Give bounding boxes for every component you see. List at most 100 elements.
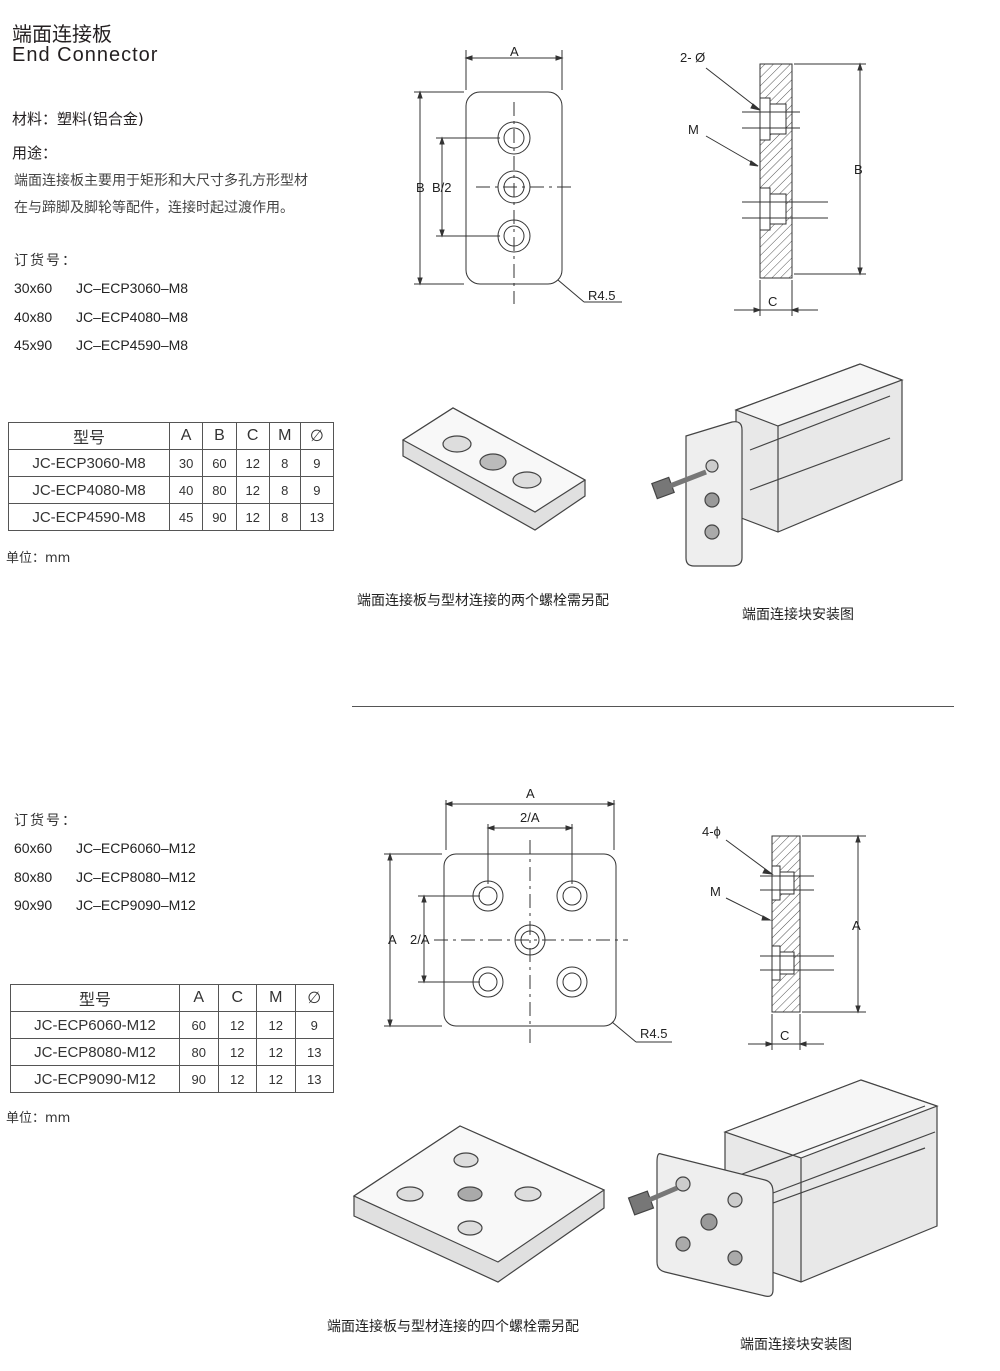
table-cell: 12 (217, 1011, 257, 1039)
order-size: 40x80 (14, 309, 53, 325)
table-cell: 45 (168, 503, 204, 531)
table-header: C (235, 422, 270, 450)
order-code: JC–ECP4590–M8 (76, 337, 189, 353)
table-cell: 40 (168, 476, 204, 504)
plate-illustration-1 (401, 407, 587, 531)
order-row: 90x90 JC–ECP9090–M12 (14, 897, 196, 913)
spec-table-1: 型号 A B C M ∅ JC-ECP3060-M8 30 60 12 8 9 … (8, 422, 335, 531)
table-cell: 8 (268, 503, 301, 531)
table-header: A (179, 984, 219, 1012)
table-cell: 9 (299, 449, 335, 477)
order-row: 80x80 JC–ECP8080–M12 (14, 869, 196, 885)
description: 端面连接板主要用于矩形和大尺寸多孔方形型材 在与蹄脚及脚轮等配件，连接时起过渡作… (14, 168, 308, 222)
caption-plate-2: 端面连接板与型材连接的四个螺栓需另配 (327, 1319, 579, 1335)
dim-a-side-label: A (852, 918, 861, 933)
order-code: JC–ECP8080–M12 (76, 869, 196, 885)
order-size: 45x90 (14, 337, 53, 353)
order-size: 30x60 (14, 280, 53, 296)
table-cell: 90 (179, 1065, 219, 1093)
dim-c-label: C (780, 1028, 789, 1043)
table-row: JC-ECP6060-M12 60 12 12 9 (10, 1011, 334, 1039)
radius-label: R4.5 (588, 288, 615, 303)
unit-label: 单位：mm (6, 551, 71, 566)
table-cell: 60 (202, 449, 237, 477)
table-header: ∅ (299, 422, 335, 450)
radius-label: R4.5 (640, 1026, 667, 1041)
table-cell: 60 (179, 1011, 219, 1039)
table-row: JC-ECP8080-M12 80 12 12 13 (10, 1038, 334, 1066)
order-label-2: 订货号： (14, 813, 78, 829)
table-cell: 12 (235, 503, 270, 531)
table-cell: 90 (202, 503, 237, 531)
page-title-en: End Connector (12, 44, 159, 66)
table-header: M (268, 422, 301, 450)
side-view-drawing-1: 2- Ø M B C (680, 50, 866, 316)
unit-label-2: 单位：mm (6, 1111, 71, 1126)
spec-table-2: 型号 A C M ∅ JC-ECP6060-M12 60 12 12 9 JC-… (10, 984, 334, 1093)
table-cell: 12 (256, 1011, 296, 1039)
order-code: JC–ECP9090–M12 (76, 897, 196, 913)
order-code: JC–ECP4080–M8 (76, 309, 189, 325)
table-cell: 8 (268, 449, 301, 477)
order-size: 90x90 (14, 897, 53, 913)
side-section (771, 835, 801, 1013)
dim-a-label: A (510, 44, 519, 59)
table-header: 型号 (10, 984, 180, 1012)
dim-a-top-label: A (526, 786, 535, 801)
order-size: 80x80 (14, 869, 53, 885)
table-header-row: 型号 A B C M ∅ (8, 422, 335, 450)
order-label: 订货号： (14, 253, 78, 269)
table-header: C (217, 984, 257, 1012)
table-cell: 12 (217, 1065, 257, 1093)
table-cell: 13 (299, 503, 335, 531)
dim-b-half-label: B/2 (432, 180, 452, 195)
table-cell: 9 (299, 476, 335, 504)
table-header: ∅ (294, 984, 334, 1012)
usage-label: 用途： (12, 144, 58, 162)
dim-c-label: C (768, 294, 777, 309)
order-row: 30x60 JC–ECP3060–M8 (14, 280, 188, 296)
table-header: A (168, 422, 204, 450)
page-title-cn: 端面连接板 (12, 22, 112, 46)
table-header-row: 型号 A C M ∅ (10, 984, 334, 1012)
table-header: M (256, 984, 296, 1012)
dim-a-half-left-label: 2/A (410, 932, 430, 947)
table-cell: JC-ECP4080-M8 (8, 476, 170, 504)
front-view-drawing-1: A B B/2 R4.5 (414, 44, 622, 304)
table-row: JC-ECP4080-M8 40 80 12 8 9 (8, 476, 335, 504)
order-size: 60x60 (14, 840, 53, 856)
table-cell: JC-ECP4590-M8 (8, 503, 170, 531)
side-section (759, 63, 793, 279)
dim-a-half-top-label: 2/A (520, 810, 540, 825)
table-cell: 80 (179, 1038, 219, 1066)
table-cell: 12 (217, 1038, 257, 1066)
plate-illustration-2 (352, 1125, 606, 1283)
material-label: 材料：塑料(铝合金) (12, 110, 144, 128)
installation-illustration-2 (627, 1079, 939, 1297)
m-label: M (688, 122, 699, 137)
order-row: 45x90 JC–ECP4590–M8 (14, 337, 188, 353)
table-cell: 13 (294, 1065, 334, 1093)
order-row: 40x80 JC–ECP4080–M8 (14, 309, 188, 325)
side-view-drawing-2: 4-ϕ M A C (702, 824, 866, 1050)
table-header: 型号 (8, 422, 170, 450)
table-cell: 13 (294, 1038, 334, 1066)
table-cell: 8 (268, 476, 301, 504)
table-cell: 12 (256, 1038, 296, 1066)
table-row: JC-ECP3060-M8 30 60 12 8 9 (8, 449, 335, 477)
dim-b-side-label: B (854, 162, 863, 177)
order-code: JC–ECP6060–M12 (76, 840, 196, 856)
front-view-drawing-2: A 2/A A 2/A R4.5 (384, 786, 672, 1046)
caption-plate-1: 端面连接板与型材连接的两个螺栓需另配 (357, 593, 609, 609)
installation-illustration-1 (651, 363, 904, 567)
caption-install-2: 端面连接块安装图 (740, 1337, 852, 1353)
order-row: 60x60 JC–ECP6060–M12 (14, 840, 196, 856)
order-code: JC–ECP3060–M8 (76, 280, 189, 296)
table-cell: 80 (202, 476, 237, 504)
m-label: M (710, 884, 721, 899)
description-line: 在与蹄脚及脚轮等配件，连接时起过渡作用。 (14, 200, 294, 216)
table-row: JC-ECP9090-M12 90 12 12 13 (10, 1065, 334, 1093)
caption-install-1: 端面连接块安装图 (742, 607, 854, 623)
dim-b-label: B (416, 180, 425, 195)
table-row: JC-ECP4590-M8 45 90 12 8 13 (8, 503, 335, 531)
